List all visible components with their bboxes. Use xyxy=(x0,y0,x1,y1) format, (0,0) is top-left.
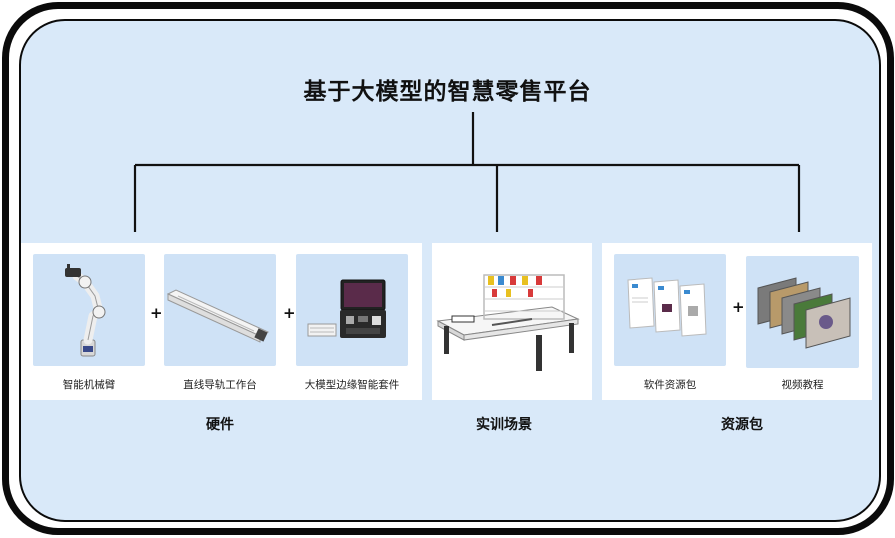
robot-arm-image xyxy=(33,254,145,366)
edge-kit-caption: 大模型边缘智能套件 xyxy=(304,379,400,391)
video-tutorial-image xyxy=(746,256,859,368)
document-pack-icon xyxy=(627,277,707,337)
hardware-group-label: 硬件 xyxy=(206,417,234,433)
linear-rail-image xyxy=(164,254,276,366)
edge-ai-kit-icon xyxy=(307,279,386,338)
scene-group-label: 实训场景 xyxy=(476,417,532,433)
resources-card: + 软件资源包 视频教程 xyxy=(602,243,872,400)
linear-rail-icon xyxy=(166,289,270,343)
plus-sign: + xyxy=(150,304,163,322)
robot-arm-caption: 智能机械臂 xyxy=(62,379,116,391)
edge-kit-image xyxy=(296,254,408,366)
plus-sign: + xyxy=(283,304,296,322)
hardware-card: + + 智能机械臂 直线导轨工作台 大模型边缘智能套件 xyxy=(21,243,422,400)
training-table-icon xyxy=(436,274,580,371)
plus-sign: + xyxy=(732,298,745,316)
video-slides-icon xyxy=(757,277,851,349)
linear-rail-caption: 直线导轨工作台 xyxy=(183,379,257,391)
scene-card xyxy=(432,243,592,400)
diagram-title: 基于大模型的智慧零售平台 xyxy=(303,79,592,105)
video-tutorial-caption: 视频教程 xyxy=(781,379,824,391)
robot-arm-icon xyxy=(65,264,106,357)
software-pack-caption: 软件资源包 xyxy=(643,379,697,391)
resources-group-label: 资源包 xyxy=(721,417,763,433)
software-pack-image xyxy=(614,254,726,366)
